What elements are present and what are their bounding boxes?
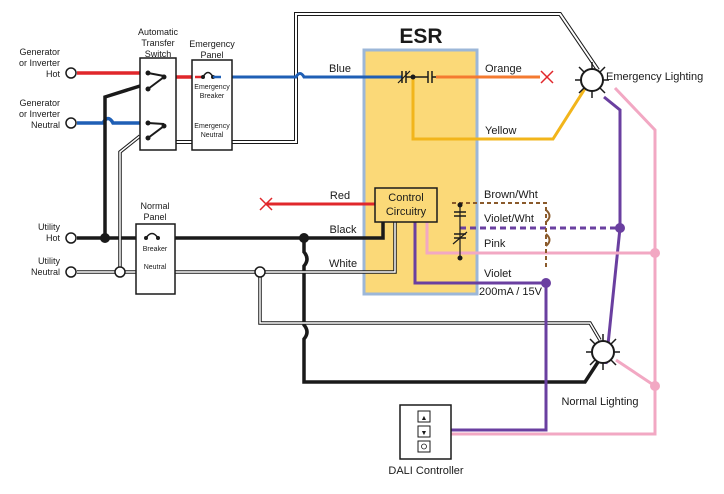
dali-power-button[interactable] (417, 440, 431, 453)
violet-label: Violet (484, 268, 511, 280)
ats-box (139, 57, 177, 151)
normal-lighting-label: Normal Lighting (561, 396, 638, 408)
normal-breaker-label: Breaker (143, 246, 168, 253)
esr-title: ESR (399, 25, 442, 48)
generator-neutral-wire (77, 116, 140, 125)
gen-neutral-loop (165, 13, 599, 143)
ats-label-3: Switch (145, 49, 172, 59)
dali-up-icon: ▲ (421, 415, 428, 422)
utility-to-ats-wire (103, 84, 141, 238)
ats-label-1: Automatic (138, 27, 179, 37)
dali-down-icon: ▼ (421, 430, 428, 437)
generator-neutral-label-2: or Inverter (19, 109, 60, 119)
violet-lights-wire (603, 95, 622, 365)
orange-label: Orange (485, 63, 522, 75)
control-circuitry-line2: Circuitry (386, 206, 427, 218)
emergency-lighting-label: Emergency Lighting (606, 71, 703, 83)
brown-white-label: Brown/Wht (484, 189, 538, 201)
emergency-breaker-label-2: Breaker (200, 93, 225, 100)
white-to-normal-light (259, 272, 601, 341)
normal-panel-label-2: Panel (143, 212, 166, 222)
blue-label: Blue (329, 63, 351, 75)
yellow-label: Yellow (485, 125, 516, 137)
emergency-neutral-label-2: Neutral (201, 132, 224, 139)
black-wire (175, 222, 385, 240)
dali-down-button[interactable] (417, 425, 431, 438)
generator-neutral-label-1: Generator (19, 98, 60, 108)
blue-wire (221, 72, 402, 79)
emergency-light-icon (575, 62, 609, 98)
normal-light-icon (586, 334, 620, 370)
brown-white-wire (452, 202, 547, 270)
rating-label: 200mA / 15V (479, 286, 543, 298)
utility-hot-label-1: Utility (38, 222, 60, 232)
black-to-normal-light (302, 238, 600, 384)
black-label: Black (330, 224, 357, 236)
emergency-panel-label-1: Emergency (189, 39, 235, 49)
generator-hot-terminal (65, 67, 77, 79)
dali-up-button[interactable] (417, 410, 431, 423)
control-circuitry-line1: Control (388, 192, 423, 204)
generator-neutral-label-3: Neutral (31, 120, 60, 130)
yellow-wire (411, 77, 588, 141)
white-label: White (329, 258, 357, 270)
junction (100, 233, 110, 243)
utility-neutral-label-1: Utility (38, 256, 60, 266)
generator-hot-label-2: or Inverter (19, 58, 60, 68)
violet-white-label: Violet/Wht (484, 213, 534, 225)
utility-neutral-label-2: Neutral (31, 267, 60, 277)
normal-neutral-label: Neutral (144, 264, 167, 271)
utility-hot-label-2: Hot (46, 233, 61, 243)
emergency-neutral-label-1: Emergency (194, 123, 230, 130)
utility-hot-terminal (65, 232, 77, 244)
generator-hot-label-1: Generator (19, 47, 60, 57)
generator-neutral-terminal (65, 117, 77, 129)
emergency-panel-label-2: Panel (200, 50, 223, 60)
pink-label: Pink (484, 238, 506, 250)
red-label: Red (330, 190, 350, 202)
control-circuitry-box (374, 187, 438, 223)
ats-label-2: Transfer (141, 38, 174, 48)
emergency-breaker-label-1: Emergency (194, 84, 230, 91)
normal-panel-label-1: Normal (140, 201, 169, 211)
pink-lights-wire (451, 86, 657, 436)
generator-hot-label-3: Hot (46, 69, 61, 79)
dali-controller-label: DALI Controller (388, 465, 464, 477)
utility-neutral-terminal (65, 266, 77, 278)
pink-wire (425, 222, 655, 255)
dali-power-icon (421, 443, 427, 450)
